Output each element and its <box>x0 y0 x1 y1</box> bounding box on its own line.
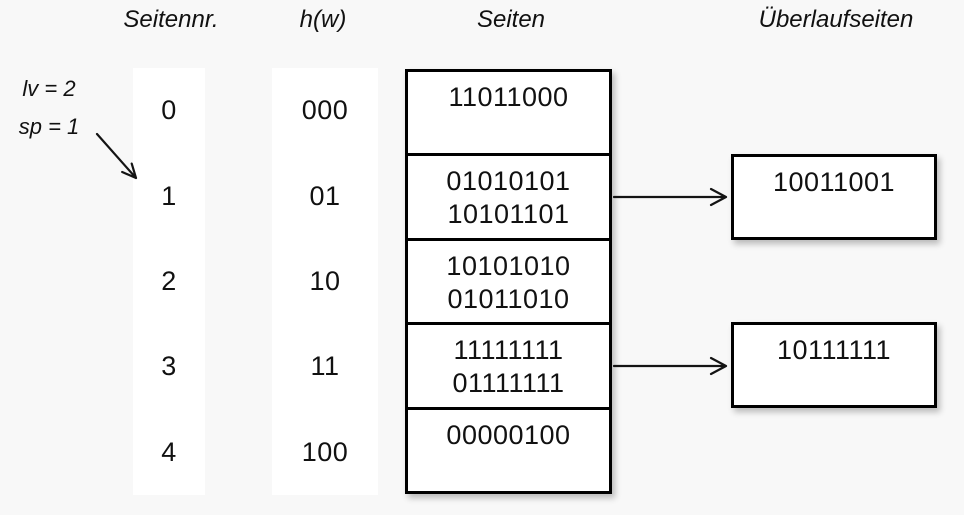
split-pointer-arrow <box>95 132 138 180</box>
page-entry: 00000100 <box>446 419 571 450</box>
page-entry: 01011010 <box>447 283 570 314</box>
page-entry: 10101101 <box>447 199 570 230</box>
overflow-arrow-row3 <box>612 356 728 376</box>
page-number-3: 3 <box>161 351 177 382</box>
overflow-entry: 10011001 <box>772 167 896 197</box>
page-number-2: 2 <box>161 266 177 297</box>
level-label: lv = 2 <box>22 76 76 101</box>
hash-value-3: 11 <box>310 351 340 382</box>
header-overflow-pages: Überlaufseiten <box>758 6 914 33</box>
page-row-3: 11111111 01111111 <box>408 322 609 406</box>
page-row-2: 10101010 01011010 <box>408 237 609 322</box>
page-number-4: 4 <box>161 436 177 467</box>
hash-value-4: 100 <box>301 436 349 467</box>
page-entry: 10101010 <box>446 250 571 281</box>
page-row-1: 01010101 10101101 <box>408 153 609 237</box>
hash-value-2: 10 <box>309 266 341 297</box>
split-pointer-label: sp = 1 <box>18 114 80 139</box>
page-entry: 11011000 <box>448 82 569 112</box>
page-number-column: 0 1 2 3 4 <box>133 68 205 495</box>
header-pages: Seiten <box>476 6 546 33</box>
hash-value-0: 000 <box>301 95 349 126</box>
page-entry: 01111111 <box>452 368 565 399</box>
overflow-arrow-row1 <box>612 187 728 207</box>
header-hash-function: h(w) <box>299 6 347 33</box>
hash-value-1: 01 <box>309 180 341 211</box>
pages-box: 11011000 01010101 10101101 10101010 0101… <box>405 69 612 494</box>
overflow-page-3: 10111111 <box>731 322 937 408</box>
overflow-entry: 10111111 <box>776 335 892 365</box>
state-annotation: lv = 2 sp = 1 <box>4 70 94 146</box>
hash-column: 000 01 10 11 100 <box>272 68 378 495</box>
page-row-0: 11011000 <box>408 72 609 153</box>
header-page-number: Seitennr. <box>123 6 219 33</box>
page-number-1: 1 <box>161 180 177 211</box>
page-number-0: 0 <box>161 95 177 126</box>
page-entry: 11111111 <box>453 335 564 366</box>
overflow-page-1: 10011001 <box>731 154 937 240</box>
page-entry: 01010101 <box>446 166 571 197</box>
page-row-4: 00000100 <box>408 406 609 491</box>
